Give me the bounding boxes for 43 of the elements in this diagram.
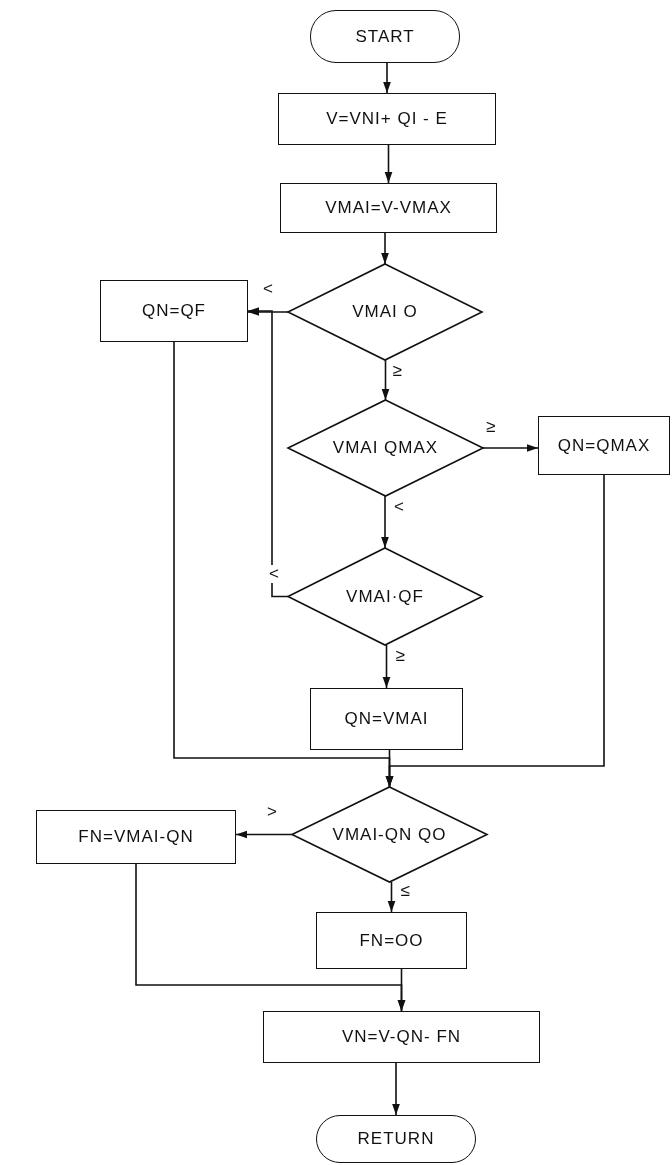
node-text: VMAI QMAX [332,438,439,458]
process-box [310,688,463,750]
decision-diamond [292,787,487,882]
arrow [387,881,396,913]
arrow [482,444,539,452]
process-box [280,183,497,233]
node-text: VMAI-QN QO [332,824,447,845]
decision-diamond [288,400,483,496]
node-text: V=VNI+ QI - E [326,109,448,129]
arrow [247,307,289,598]
arrow [382,644,391,689]
arrow [381,359,390,401]
node-text: VMAI O [352,302,418,322]
process-box [36,810,236,864]
decision-diamond [288,548,482,645]
node-text: QN=QF [141,301,206,321]
node-text: RETURN [357,1129,435,1149]
node-text: FN=VMAI-QN [78,827,194,847]
arrow [235,830,293,839]
process-box [100,280,248,342]
decision-diamond [288,264,482,360]
process-box [278,93,496,145]
arrow [381,232,389,265]
node-text: QN=VMAI [344,709,429,729]
node-text: VMAI·QF [346,586,424,607]
terminal-shape [310,10,460,63]
node-text: FN=OO [359,930,424,951]
node-text: VMAI=V-VMAX [325,198,452,218]
process-box [316,912,467,969]
arrow [397,968,406,1012]
arrow [384,144,393,184]
terminal-shape [316,1115,476,1163]
node-text: QN=QMAX [557,435,651,456]
process-box [538,416,670,475]
node-text: START [355,26,415,47]
edge-label: < [268,564,280,583]
arrow [392,1062,400,1116]
arrow [381,495,389,549]
arrow [247,308,289,316]
arrow [385,474,605,788]
arrow [383,62,391,94]
node-text: VN=V-QN- FN [341,1027,462,1047]
process-box [263,1011,540,1063]
